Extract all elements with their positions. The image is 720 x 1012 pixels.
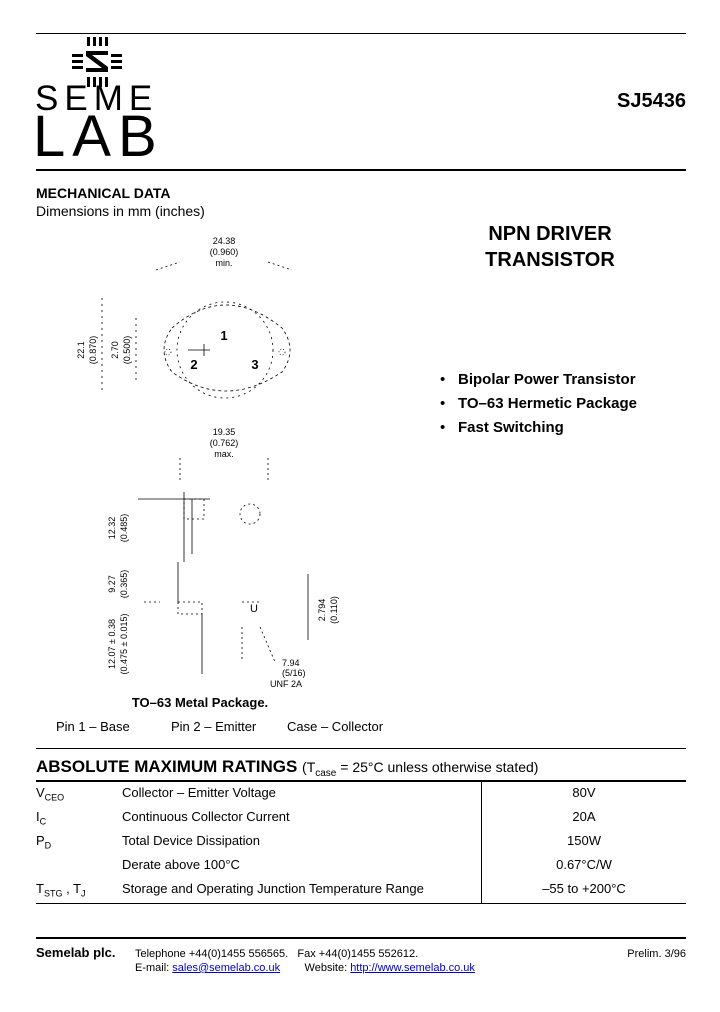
table-row: TSTG , TJ Storage and Operating Junction… [36,877,686,901]
rating-value: 80V [572,785,596,800]
footer-web-line: E-mail: sales@semelab.co.uk Website: htt… [135,962,475,974]
bullet-icon: • [440,419,446,436]
flat-label: U [250,603,258,615]
part-number: SJ5436 [617,90,686,112]
dim-side-width-note: max. [214,449,234,459]
dim-d2-mm: 9.27 [107,575,117,593]
rating-description: Collector – Emitter Voltage [122,785,276,800]
dim-side-width-in: (0.762) [210,438,239,448]
pin-1-description: Pin 1 – Base [56,719,130,734]
ratings-header-rule [36,780,686,782]
dim-pin-spacing-in: (0.500) [122,336,132,365]
dim-pin-spacing-mm: 2.70 [110,341,120,359]
top-rule [36,33,686,34]
footer-telephone: Telephone +44(0)1455 556565. [135,948,289,960]
rating-value: 20A [572,809,596,824]
bullet-icon: • [440,371,446,388]
dim-thread-mm: 7.94 [282,658,300,668]
table-row: IC Continuous Collector Current 20A [36,805,686,829]
dim-d3-mm: 12.07 ± 0.38 [107,619,117,669]
rating-value: –55 to +200°C [542,881,626,896]
feature-item: •Bipolar Power Transistor [440,368,637,392]
dim-top-width-in: (0.960) [210,247,239,257]
ratings-column-divider [481,781,482,903]
table-row: Derate above 100°C 0.67°C/W [36,853,686,877]
dim-side-width-mm: 19.35 [213,427,236,437]
rating-description: Total Device Dissipation [122,833,261,848]
rating-symbol: PD [36,833,52,851]
top-view: 24.38 (0.960) min. 22.1 (0.870) 2.70 (0.… [76,236,293,399]
dim-d4-mm: 2.794 [317,599,327,622]
footer-fax: Fax +44(0)1455 552612. [297,948,419,960]
ratings-top-rule [36,748,686,749]
revision-note: Prelim. 3/96 [627,948,686,960]
rating-description: Storage and Operating Junction Temperatu… [122,881,424,896]
rating-symbol: IC [36,809,47,827]
logo-text-seme: SEME [35,79,159,118]
bullet-icon: • [440,395,446,412]
rating-value: 0.67°C/W [556,857,612,872]
rating-description: Continuous Collector Current [122,809,290,824]
logo-text-lab: LAB [33,104,164,169]
product-title-line1: NPN DRIVER [488,223,612,245]
rating-symbol: VCEO [36,785,65,803]
semelab-logo-icon [72,37,122,87]
mechanical-drawing: 24.38 (0.960) min. 22.1 (0.870) 2.70 (0.… [76,236,339,689]
footer-company: Semelab plc. [36,945,116,960]
table-row: PD Total Device Dissipation 150W [36,829,686,853]
footer-website-label: Website: [304,962,348,974]
mechanical-data-title: MECHANICAL DATA [36,185,171,201]
dim-top-width-note: min. [215,258,232,268]
rating-symbol: TSTG , TJ [36,881,86,899]
ratings-bottom-rule [36,903,686,904]
dim-d1-mm: 12.32 [107,517,117,540]
footer-email-label: E-mail: [135,962,170,974]
pin-1-label: 1 [220,328,227,343]
dim-thread-std: UNF 2A [270,679,302,689]
mechanical-data-subtitle: Dimensions in mm (inches) [36,203,205,219]
website-link[interactable]: http://www.semelab.co.uk [350,962,475,974]
dim-top-width-mm: 24.38 [213,236,236,246]
rating-description: Derate above 100°C [122,857,240,872]
product-title-line2: TRANSISTOR [485,249,615,271]
dim-thread-in: (5/16) [282,668,306,678]
dim-d4-in: (0.110) [329,596,339,624]
header-rule [36,169,686,171]
pin-2-description: Pin 2 – Emitter [171,719,257,734]
dim-d2-in: (0.365) [119,570,129,599]
pin-2-label: 2 [190,357,197,372]
footer-rule [36,937,686,939]
case-description: Case – Collector [287,719,384,734]
dim-d1-in: (0.485) [119,514,129,543]
pin-3-label: 3 [251,357,258,372]
ratings-title: ABSOLUTE MAXIMUM RATINGS (Tcase = 25°C u… [36,757,538,779]
dim-top-height-in: (0.870) [88,336,98,365]
email-link[interactable]: sales@semelab.co.uk [172,962,281,974]
package-label: TO–63 Metal Package. [131,695,269,710]
ratings-condition: (Tcase = 25°C unless otherwise stated) [302,759,539,779]
feature-item: •Fast Switching [440,416,637,440]
feature-list: •Bipolar Power Transistor •TO–63 Hermeti… [440,368,637,440]
footer-contact-line: Telephone +44(0)1455 556565. Fax +44(0)1… [135,948,418,960]
dim-d3-in: (0.475 ± 0.015) [119,614,129,675]
table-row: VCEO Collector – Emitter Voltage 80V [36,781,686,805]
feature-item: •TO–63 Hermetic Package [440,392,637,416]
product-title: NPN DRIVER TRANSISTOR [440,221,660,273]
dim-top-height-mm: 22.1 [76,341,86,359]
ratings-table: VCEO Collector – Emitter Voltage 80V IC … [36,781,686,901]
rating-value: 150W [567,833,601,848]
ratings-title-text: ABSOLUTE MAXIMUM RATINGS [36,757,298,776]
side-view: 19.35 (0.762) max. U 12.32 (0.485) 9.27 … [107,427,339,689]
